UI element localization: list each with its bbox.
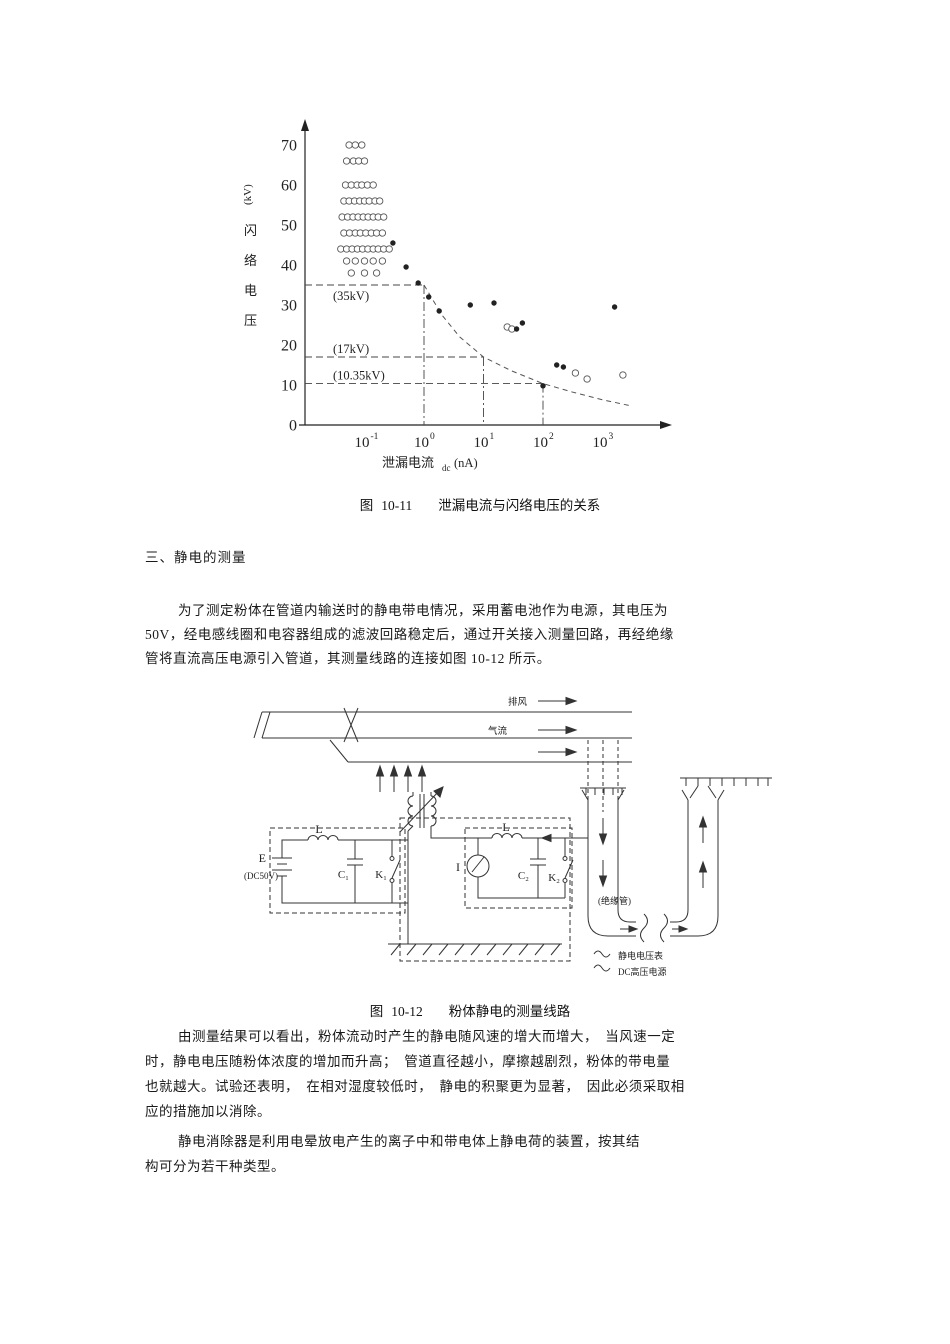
- caption-number: 10-11: [381, 498, 413, 513]
- svg-text:50: 50: [281, 218, 297, 235]
- text-line: 也就越大。试验还表明， 在相对湿度较低时， 静电的积聚更为显著， 因此必须采取相: [145, 1079, 685, 1094]
- svg-text:3: 3: [609, 432, 614, 442]
- svg-text:10: 10: [474, 435, 489, 451]
- svg-text:2: 2: [549, 432, 554, 442]
- svg-text:(17kV): (17kV): [333, 342, 369, 356]
- capacitor-C2-label: C₂: [518, 870, 529, 882]
- figure-10-12-caption: 图 10-12 粉体静电的测量线路: [250, 1000, 690, 1020]
- svg-text:10: 10: [593, 435, 608, 451]
- insulating-u-tube: [580, 740, 719, 943]
- duct-exhaust-label: 排风: [508, 696, 528, 708]
- svg-text:dc: dc: [442, 463, 451, 473]
- airflow-arrow-icon: [538, 696, 578, 757]
- measuring-box: [399, 817, 588, 962]
- svg-text:10: 10: [533, 435, 548, 451]
- svg-text:20: 20: [281, 338, 297, 355]
- text-line: 静电消除器是利用电晕放电产生的离子中和带电体上静电荷的装置，按其结: [178, 1134, 640, 1149]
- svg-text:-1: -1: [371, 432, 379, 442]
- figure-10-11-caption: 图 10-11 泄漏电流与闪络电压的关系: [250, 494, 710, 514]
- section-heading: 三、静电的测量: [145, 550, 247, 565]
- svg-text:10: 10: [281, 378, 297, 395]
- svg-text:络: 络: [244, 253, 257, 268]
- transformer: [399, 786, 492, 944]
- inductor-L2-label: L: [502, 820, 509, 834]
- svg-text:闪: 闪: [244, 223, 257, 238]
- text-line: 为了测定粉体在管道内输送时的静电带电情况，采用蓄电池作为电源，其电压为: [178, 603, 668, 618]
- svg-text:30: 30: [281, 298, 297, 315]
- caption-prefix: 图: [359, 498, 374, 513]
- up-arrow-icon: [375, 764, 427, 792]
- text-line: 由测量结果可以看出，粉体流动时产生的静电随风速的增大而增大， 当风速一定: [178, 1029, 676, 1044]
- text-line: 50V，经电感线圈和电容器组成的滤波回路稳定后，通过开关接入测量回路，再经绝缘: [145, 627, 674, 642]
- hv-lead-wires: [593, 950, 611, 972]
- electrostatic-voltmeter-label: 静电电压表: [618, 950, 663, 961]
- svg-text:60: 60: [281, 178, 297, 195]
- meter-I-label: I: [456, 860, 460, 874]
- text-line: 构可分为若干种类型。: [145, 1159, 285, 1174]
- text-line: 管将直流高压电源引入管道，其测量线路的连接如图 10-12 所示。: [145, 651, 551, 666]
- svg-text:(35kV): (35kV): [333, 289, 369, 303]
- svg-text:压: 压: [244, 313, 257, 328]
- battery-E-label: E: [259, 851, 266, 865]
- text-line: 应的措施加以消除。: [145, 1104, 271, 1119]
- caption-number: 10-12: [391, 1004, 423, 1019]
- dc-hv-source-label: DC高压电源: [618, 966, 667, 977]
- svg-text:40: 40: [281, 258, 297, 275]
- svg-text:(nA): (nA): [454, 456, 478, 470]
- svg-text:0: 0: [430, 432, 435, 442]
- insulating-tube-label: (绝缘管): [598, 895, 631, 906]
- inductor-L1-label: L: [315, 822, 322, 836]
- caption-text: 粉体静电的测量线路: [448, 1004, 571, 1019]
- svg-text:(kV): (kV): [242, 184, 254, 205]
- switch-K1-label: K₁: [375, 869, 387, 881]
- ground-symbol: [388, 943, 562, 956]
- svg-text:泄漏电流: 泄漏电流: [382, 455, 434, 470]
- supply-filter-box: [269, 827, 408, 914]
- svg-text:(10.35kV): (10.35kV): [333, 369, 385, 383]
- duct: [253, 707, 632, 763]
- duct-flow-label: 气流: [488, 725, 508, 737]
- svg-text:电: 电: [244, 283, 257, 298]
- measurement-circuit-diagram: 排风 气流 L E (DC50V) C₁ K₁ I L C₂ K₂ (绝缘管) …: [244, 696, 772, 977]
- svg-text:10: 10: [414, 435, 429, 451]
- caption-text: 泄漏电流与闪络电压的关系: [438, 498, 601, 513]
- electrode-rack: [680, 777, 772, 801]
- svg-text:0: 0: [289, 418, 297, 435]
- capacitor-C1-label: C₁: [338, 869, 349, 881]
- battery-voltage-label: (DC50V): [244, 871, 278, 881]
- svg-text:1: 1: [490, 432, 495, 442]
- caption-prefix: 图: [369, 1004, 384, 1019]
- text-line: 时，静电电压随粉体浓度的增加而升高； 管道直径越小，摩擦越剧烈，粉体的带电量: [145, 1054, 671, 1069]
- switch-K2-label: K₂: [548, 872, 560, 884]
- svg-text:10: 10: [355, 435, 370, 451]
- svg-text:70: 70: [281, 138, 297, 155]
